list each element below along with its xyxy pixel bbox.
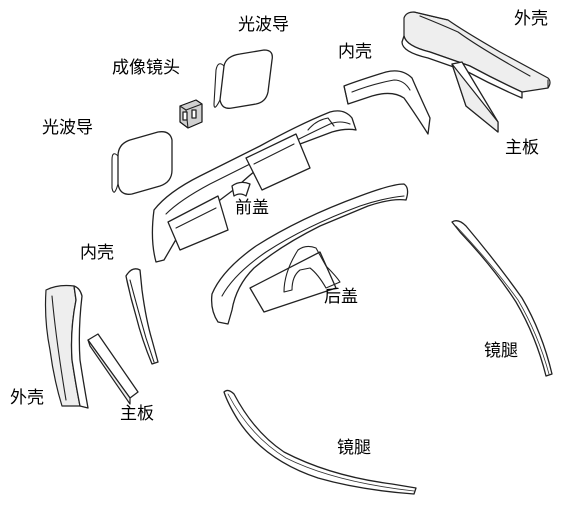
label-imaging-lens: 成像镜头 bbox=[112, 58, 180, 78]
label-temple-bottom: 镜腿 bbox=[337, 438, 371, 458]
inner-shell-left-part bbox=[125, 268, 159, 365]
label-outer-shell-top: 外壳 bbox=[514, 9, 548, 29]
front-cover-part bbox=[151, 110, 357, 263]
label-waveguide-left: 光波导 bbox=[42, 118, 93, 138]
label-inner-shell-left: 内壳 bbox=[80, 243, 114, 263]
rear-cover-part bbox=[210, 183, 409, 325]
temple-right-part bbox=[451, 220, 553, 377]
waveguide-top-part bbox=[213, 49, 273, 109]
label-mainboard-left: 主板 bbox=[120, 404, 154, 424]
label-temple-right: 镜腿 bbox=[484, 341, 518, 361]
mainboard-right-part bbox=[451, 61, 499, 133]
label-rear-cover: 后盖 bbox=[324, 287, 358, 307]
outer-shell-left-part bbox=[44, 284, 89, 409]
mainboard-left-part bbox=[87, 333, 139, 405]
label-mainboard-right: 主板 bbox=[505, 138, 539, 158]
imaging-lens-part bbox=[179, 99, 203, 129]
temple-bottom-part bbox=[223, 389, 417, 495]
inner-shell-top-part bbox=[343, 70, 431, 135]
waveguide-left-part bbox=[111, 131, 173, 195]
label-waveguide-top: 光波导 bbox=[238, 15, 289, 35]
label-outer-shell-left: 外壳 bbox=[10, 388, 44, 408]
label-inner-shell-top: 内壳 bbox=[338, 42, 372, 62]
label-front-cover: 前盖 bbox=[235, 198, 269, 218]
